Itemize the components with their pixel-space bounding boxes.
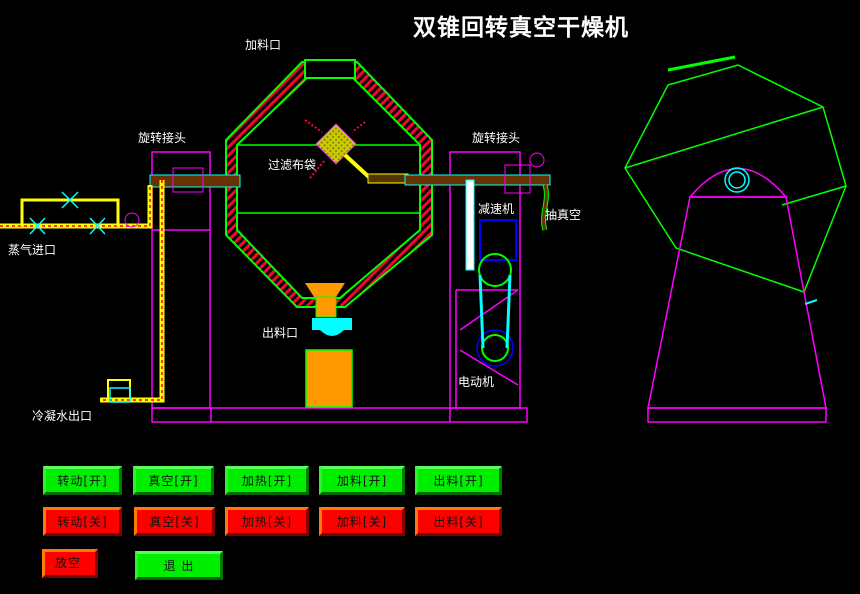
feed-on-button[interactable]: 加料[开]: [319, 466, 405, 495]
shafts: [149, 152, 551, 194]
label-reducer: 减速机: [478, 202, 515, 216]
label-motor: 电动机: [458, 375, 495, 389]
label-vacuum: 抽真空: [545, 208, 582, 222]
label-condensate-outlet: 冷凝水出口: [32, 409, 93, 423]
drive-system: [465, 179, 517, 367]
rotate-on-button[interactable]: 转动[开]: [43, 466, 122, 495]
discharge-off-button[interactable]: 出料[关]: [415, 507, 502, 536]
label-rotary-joint-right: 旋转接头: [472, 131, 521, 145]
discharge-on-button[interactable]: 出料[开]: [415, 466, 502, 495]
vacuum-off-button[interactable]: 真空[关]: [134, 507, 215, 536]
exit-button[interactable]: 退 出: [135, 551, 223, 580]
feed-off-button[interactable]: 加料[关]: [319, 507, 405, 536]
heat-on-button[interactable]: 加热[开]: [225, 466, 309, 495]
vacuum-on-button[interactable]: 真空[开]: [133, 466, 214, 495]
label-feed-inlet: 加料口: [245, 38, 282, 52]
discharge-bin: [305, 318, 353, 408]
filter-bag: [304, 119, 409, 184]
vent-button[interactable]: 放空: [42, 549, 98, 578]
vessel: [225, 59, 433, 318]
label-discharge-outlet: 出料口: [262, 326, 299, 340]
heat-off-button[interactable]: 加热[关]: [225, 507, 309, 536]
page-title: 双锥回转真空干燥机: [413, 15, 629, 41]
side-view: [624, 55, 847, 423]
rotate-off-button[interactable]: 转动[关]: [43, 507, 122, 536]
dryer-diagram: [0, 55, 847, 423]
label-filter-bag: 过滤布袋: [268, 158, 317, 172]
steam-piping: [0, 180, 549, 403]
label-rotary-joint-left: 旋转接头: [138, 131, 187, 145]
label-steam-inlet: 蒸气进口: [8, 243, 57, 257]
